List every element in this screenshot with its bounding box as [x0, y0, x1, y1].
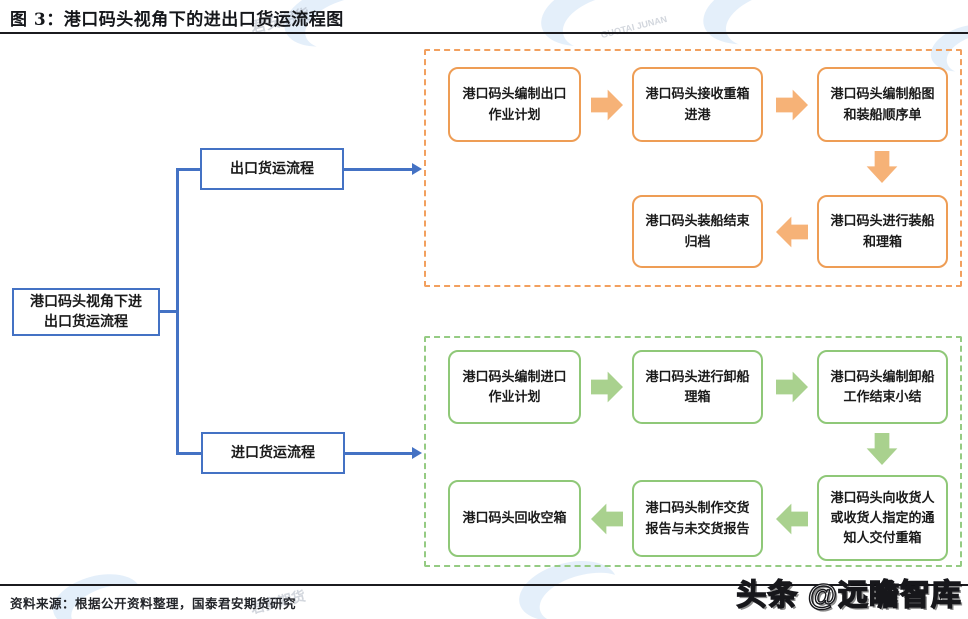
- import-step-5: 港口码头制作交货报告与未交货报告: [632, 480, 763, 557]
- figure-title: 图 3：港口码头视角下的进出口货运流程图: [10, 10, 344, 30]
- export-step-4: 港口码头进行装船和理箱: [817, 195, 948, 268]
- export-arrow-line: [344, 168, 413, 171]
- export-step-5: 港口码头装船结束归档: [632, 195, 763, 268]
- footer-divider: [0, 584, 968, 586]
- export-step-1: 港口码头编制出口作业计划: [448, 67, 581, 142]
- title-divider: [0, 32, 968, 34]
- export-step-4-label: 港口码头进行装船和理箱: [830, 213, 935, 249]
- import-step-2-label: 港口码头进行卸船理箱: [645, 368, 750, 404]
- import-step-6-label: 港口码头回收空箱: [462, 510, 567, 526]
- import-branch-node: 进口货运流程: [201, 432, 345, 474]
- import-step-3-label: 港口码头编制卸船工作结束小结: [830, 368, 935, 404]
- watermark-logo-icon: [695, 0, 834, 58]
- export-branch-node: 出口货运流程: [200, 148, 344, 190]
- root-node-label: 港口码头视角下进出口货运流程: [30, 293, 142, 329]
- import-step-2: 港口码头进行卸船理箱: [632, 350, 763, 424]
- import-branch-label: 进口货运流程: [231, 444, 315, 461]
- import-arrow-line: [345, 452, 413, 455]
- export-flow-container: [424, 49, 962, 287]
- import-arrowhead-icon: [412, 447, 422, 459]
- import-step-4: 港口码头向收货人或收货人指定的通知人交付重箱: [817, 475, 948, 561]
- tree-connector-root-stub: [158, 310, 176, 313]
- import-step-4-label: 港口码头向收货人或收货人指定的通知人交付重箱: [830, 489, 935, 546]
- tree-connector-vertical: [176, 168, 179, 455]
- export-step-2-label: 港口码头接收重箱进港: [645, 86, 750, 122]
- export-arrowhead-icon: [412, 163, 422, 175]
- root-node: 港口码头视角下进出口货运流程: [12, 288, 160, 336]
- export-step-1-label: 港口码头编制出口作业计划: [462, 86, 567, 122]
- import-step-3: 港口码头编制卸船工作结束小结: [817, 350, 948, 424]
- export-step-2: 港口码头接收重箱进港: [632, 67, 763, 142]
- source-note: 资料来源：根据公开资料整理，国泰君安期货研究: [10, 596, 297, 611]
- export-branch-label: 出口货运流程: [230, 160, 314, 177]
- import-step-1: 港口码头编制进口作业计划: [448, 350, 581, 424]
- import-flow-container: [424, 336, 962, 567]
- tree-connector-import-stub: [178, 452, 201, 455]
- import-step-1-label: 港口码头编制进口作业计划: [462, 368, 567, 404]
- tree-connector-export-stub: [178, 168, 200, 171]
- import-step-6: 港口码头回收空箱: [448, 480, 581, 557]
- export-step-3-label: 港口码头编制船图和装船顺序单: [830, 86, 935, 122]
- watermark-text: GUOTAI JUNAN: [599, 13, 669, 41]
- brand-badge: 头条 @远瞻智库: [736, 578, 962, 612]
- watermark-logo-icon: [534, 0, 663, 60]
- export-step-5-label: 港口码头装船结束归档: [645, 213, 750, 249]
- import-step-5-label: 港口码头制作交货报告与未交货报告: [645, 500, 750, 536]
- export-step-3: 港口码头编制船图和装船顺序单: [817, 67, 948, 142]
